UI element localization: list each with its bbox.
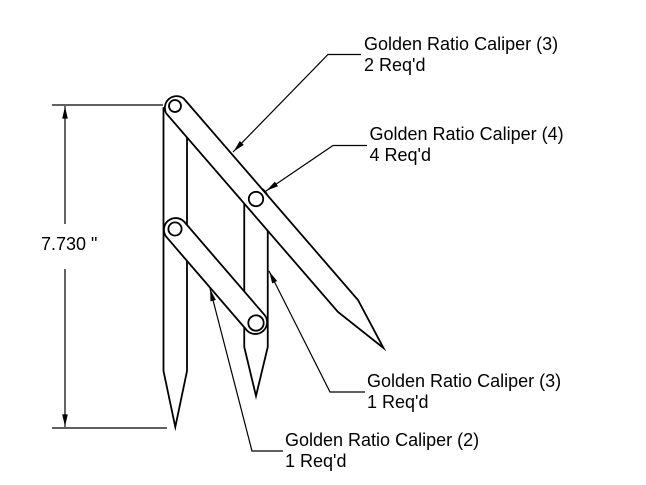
- leader-line-callout-1: [232, 53, 361, 153]
- callout-4-part-name: Golden Ratio Caliper (2): [285, 429, 480, 450]
- left-leg: [162, 107, 188, 432]
- callout-label-2: Golden Ratio Caliper (4) 4 Req'd: [370, 124, 564, 166]
- callout-label-1: Golden Ratio Caliper (3) 2 Req'd: [364, 34, 558, 76]
- pivot-hole-left-lower: [167, 221, 183, 237]
- callout-2-quantity: 4 Req'd: [369, 144, 431, 165]
- callout-4-quantity: 1 Req'd: [285, 450, 347, 471]
- leader-line-callout-4: [209, 288, 283, 452]
- leader-line-callout-2: [265, 144, 367, 192]
- short-link-arm: [163, 217, 268, 335]
- callout-1-quantity: 2 Req'd: [364, 54, 426, 75]
- leader-line-callout-3: [268, 270, 365, 393]
- main-diagonal-leg: [163, 95, 387, 352]
- callout-1-part-name: Golden Ratio Caliper (3): [364, 33, 559, 54]
- dimension-text: 7.730 ": [41, 234, 98, 254]
- pivot-hole-middle: [247, 190, 265, 208]
- pivot-hole-bottom: [247, 314, 265, 332]
- callout-label-4: Golden Ratio Caliper (2) 1 Req'd: [285, 430, 479, 472]
- pivot-hole-top: [168, 99, 182, 113]
- callout-3-part-name: Golden Ratio Caliper (3): [367, 371, 562, 391]
- callout-3-quantity: 1 Req'd: [367, 392, 429, 412]
- callout-label-3: Golden Ratio Caliper (3) 1 Req'd: [367, 371, 561, 413]
- callout-2-part-name: Golden Ratio Caliper (4): [369, 123, 564, 144]
